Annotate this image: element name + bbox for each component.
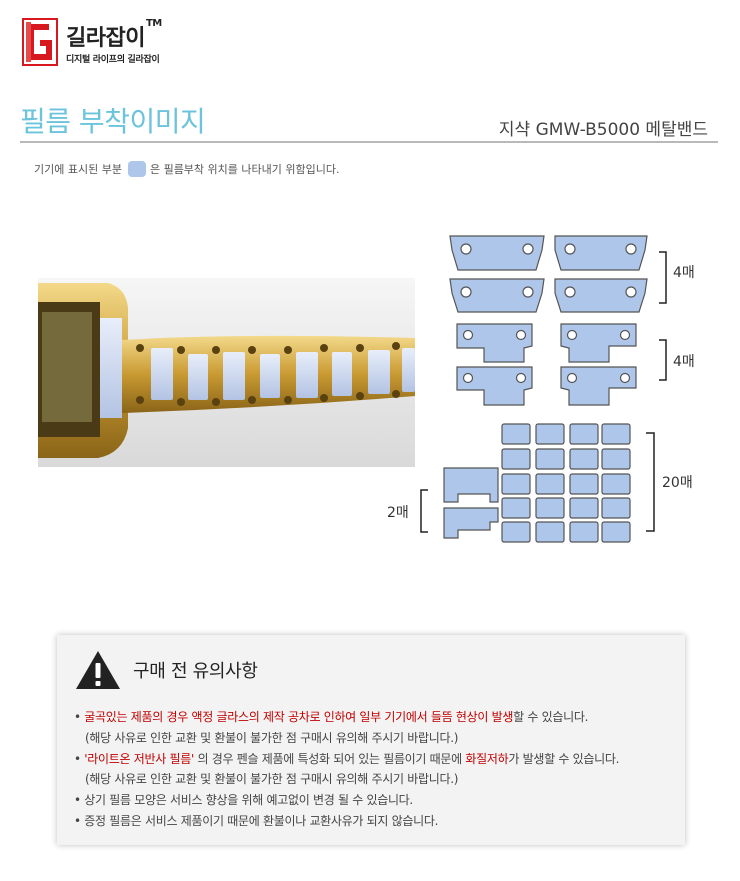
caution-item-1: • 굴곡있는 제품의 경우 액정 글라스의 제작 공차로 인하여 일부 기기에서… <box>74 710 589 724</box>
caution-item-2: • '라이트온 저반사 필름' 의 경우 펜슬 제품에 특성화 되어 있는 필름… <box>74 751 620 766</box>
trademark: TM <box>145 18 162 29</box>
caution-item-2-highlight: '라이트온 저반사 필름' <box>84 751 194 766</box>
watch-band-photo <box>38 278 415 467</box>
caution-item-1-rest: 할 수 있습니다. <box>513 710 589 724</box>
caution-item-1-note: (해당 사유로 인한 교환 및 환불이 불가한 점 구매시 유의해 주시기 바랍… <box>85 730 459 745</box>
logo-g-icon <box>22 18 58 66</box>
caution-item-2-note: (해당 사유로 인한 교환 및 환불이 불가한 점 구매시 유의해 주시기 바랍… <box>85 772 459 787</box>
brand-name: 길라잡이TM <box>66 18 162 51</box>
film-piece-grid <box>501 423 631 543</box>
notice-text-before: 기기에 표시된 부분 <box>34 163 122 176</box>
brand-logo: 길라잡이TM 디지털 라이프의 길라잡이 <box>22 18 242 70</box>
film-layout-diagram: 4매 4매 20매 2매 <box>380 228 710 553</box>
qty-label-grid: 20매 <box>662 475 693 491</box>
qty-label-left: 2매 <box>387 505 409 521</box>
warning-icon <box>76 651 120 689</box>
film-color-swatch <box>127 161 146 177</box>
caution-title: 구매 전 유의사항 <box>133 661 258 682</box>
section-divider <box>20 141 718 143</box>
film-piece-top-a <box>449 235 648 313</box>
film-piece-left <box>443 467 499 539</box>
caution-item-2-middle: 의 경우 펜슬 제품에 특성화 되어 있는 필름이기 때문에 <box>193 751 466 766</box>
caution-item-2-rest: 가 발생할 수 있습니다. <box>508 751 620 766</box>
caution-item-3: • 상기 필름 모양은 서비스 향상을 위해 예고없이 변경 될 수 있습니다. <box>74 793 413 808</box>
caution-item-2-highlight-2: 화질저하 <box>465 751 509 766</box>
section-title: 필름 부착이미지 <box>20 105 206 138</box>
caution-item-4-text: 증정 필름은 서비스 제품이기 때문에 환불이나 교환사유가 되지 않습니다. <box>84 813 439 828</box>
film-position-notice: 기기에 표시된 부분 은 필름부착 위치를 나타내기 위함입니다. <box>34 161 339 177</box>
brand-tagline: 디지털 라이프의 길라잡이 <box>66 55 160 65</box>
product-name: 지샥 GMW-B5000 메탈밴드 <box>498 120 708 140</box>
qty-label-middle: 4매 <box>673 354 695 370</box>
caution-item-4: • 증정 필름은 서비스 제품이기 때문에 환불이나 교환사유가 되지 않습니다… <box>74 813 439 828</box>
film-piece-middle <box>456 323 637 406</box>
caution-list: • 굴곡있는 제품의 경우 액정 글라스의 제작 공차로 인하여 일부 기기에서… <box>74 707 619 832</box>
notice-text-after: 은 필름부착 위치를 나타내기 위함입니다. <box>149 163 340 176</box>
caution-header: 구매 전 유의사항 <box>75 649 258 691</box>
purchase-caution-box: 구매 전 유의사항 • 굴곡있는 제품의 경우 액정 글라스의 제작 공차로 인… <box>57 635 685 845</box>
caution-item-3-text: 상기 필름 모양은 서비스 향상을 위해 예고없이 변경 될 수 있습니다. <box>84 793 413 808</box>
qty-label-top: 4매 <box>673 265 695 281</box>
caution-item-1-highlight: 굴곡있는 제품의 경우 액정 글라스의 제작 공차로 인하여 일부 기기에서 들… <box>84 710 514 724</box>
